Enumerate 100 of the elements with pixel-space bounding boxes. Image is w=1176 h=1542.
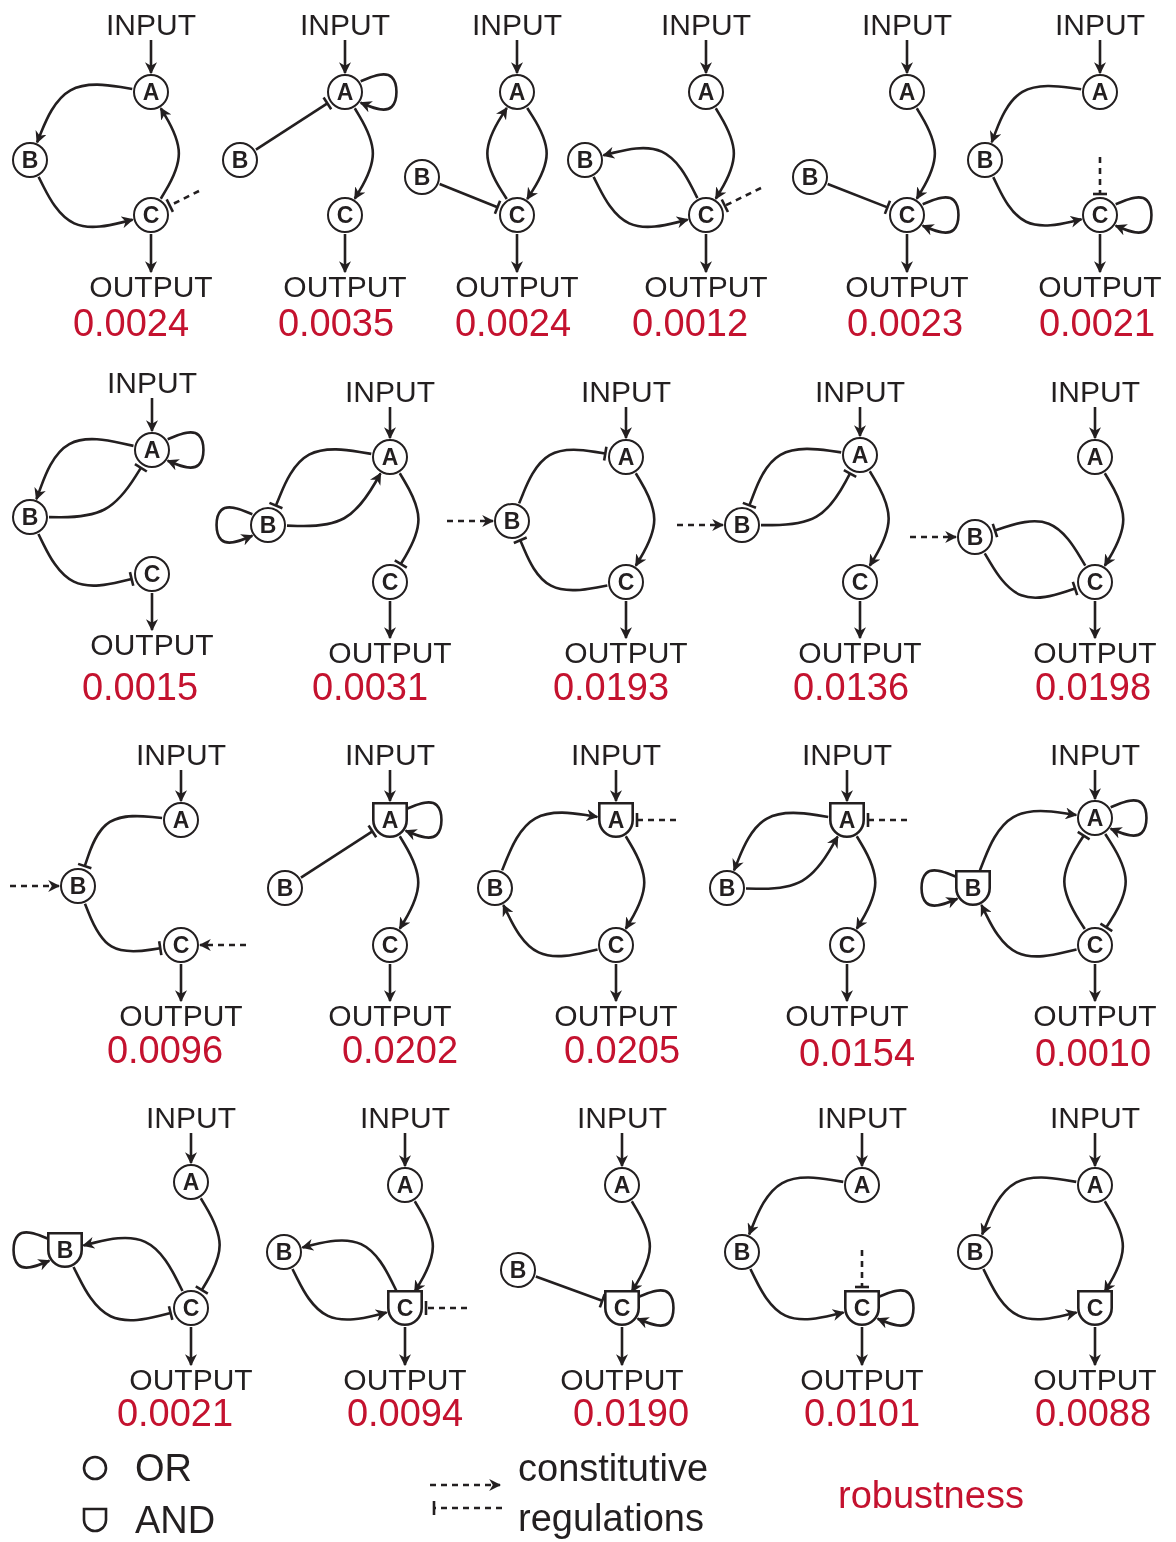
arrow [700, 40, 712, 75]
input-label: INPUT [577, 1103, 667, 1133]
arrow [1089, 770, 1101, 801]
arrow [856, 1133, 868, 1168]
or-gate-node: C [842, 564, 878, 600]
inhibition-line [741, 447, 842, 510]
output-label: OUTPUT [845, 272, 969, 302]
inhibition-line [49, 462, 149, 519]
arrow [620, 601, 632, 640]
arrow [1089, 601, 1101, 640]
self-loop-arrow [876, 1289, 915, 1329]
inhibition-line [194, 1197, 221, 1295]
arrow [868, 470, 890, 567]
output-label: OUTPUT [560, 1365, 684, 1395]
output-label: OUTPUT [1033, 1365, 1157, 1395]
self-loop-arrow [921, 196, 960, 236]
input-label: INPUT [136, 740, 226, 770]
output-label: OUTPUT [343, 1365, 467, 1395]
arrow [34, 437, 134, 501]
or-gate-node: A [1077, 800, 1113, 836]
dashed-inhibition-line [635, 811, 676, 829]
robustness-value: 0.0015 [81, 668, 199, 706]
arrow [291, 1268, 388, 1321]
arrow [384, 770, 396, 803]
arrow [286, 472, 382, 528]
output-label: OUTPUT [119, 1001, 243, 1031]
dashed-arrow [198, 939, 246, 951]
or-gate-node: C [372, 927, 408, 963]
input-label: INPUT [300, 10, 390, 40]
arrow [159, 107, 181, 200]
output-label: OUTPUT [564, 638, 688, 668]
arrow [145, 234, 157, 274]
inhibition-line [827, 182, 892, 216]
robustness-value: 0.0021 [1038, 304, 1156, 342]
input-label: INPUT [1050, 740, 1140, 770]
arrow [854, 407, 866, 438]
and-gate-node: B [47, 1232, 83, 1268]
or-gate-node: B [494, 503, 530, 539]
arrow [610, 964, 622, 1003]
or-gate-node: B [12, 499, 48, 535]
output-label: OUTPUT [328, 638, 452, 668]
input-label: INPUT [581, 377, 671, 407]
self-loop-arrow [404, 801, 443, 841]
robustness-value: 0.0154 [798, 1034, 916, 1072]
arrow [714, 107, 736, 200]
inhibition-line [761, 468, 858, 527]
self-loop-arrow [920, 869, 959, 909]
arrow [511, 40, 523, 75]
or-gate-node: B [250, 507, 286, 543]
or-gate-node: C [327, 197, 363, 233]
arrow [339, 40, 351, 75]
output-label: OUTPUT [1033, 638, 1157, 668]
or-gate-node: C [829, 927, 865, 963]
robustness-value: 0.0024 [454, 304, 572, 342]
self-loop-arrow [215, 506, 254, 546]
arrow [1094, 40, 1106, 75]
inhibition-line [268, 448, 372, 510]
input-label: INPUT [146, 1103, 236, 1133]
dashed-inhibition-line [866, 811, 907, 829]
robustness-value: 0.0021 [116, 1394, 234, 1432]
legend-label: AND [135, 1498, 216, 1542]
input-label: INPUT [817, 1103, 907, 1133]
arrow [398, 835, 420, 930]
arrow [384, 964, 396, 1003]
or-gate-node: A [372, 439, 408, 475]
robustness-value: 0.0202 [341, 1031, 459, 1069]
or-gate-node: A [1077, 439, 1113, 475]
or-gate-node: A [889, 74, 925, 110]
robustness-value: 0.0031 [311, 668, 429, 706]
arrow [700, 234, 712, 274]
inhibition-line [517, 445, 608, 504]
or-gate-node: A [842, 437, 878, 473]
arrow [616, 1327, 628, 1367]
output-label: OUTPUT [1033, 1001, 1157, 1031]
arrow [982, 1268, 1078, 1321]
arrow [82, 1236, 184, 1292]
self-loop-arrow [1114, 196, 1153, 236]
or-gate-node: C [1077, 564, 1113, 600]
or-gate-node: C [598, 927, 634, 963]
inhibition-line [255, 96, 333, 151]
arrow [384, 407, 396, 440]
arrow [901, 234, 913, 274]
input-label: INPUT [1055, 10, 1145, 40]
or-gate-node: C [173, 1290, 209, 1326]
arrow [992, 176, 1083, 228]
or-gate-node: B [957, 1234, 993, 1270]
input-label: INPUT [661, 10, 751, 40]
input-label: INPUT [345, 377, 435, 407]
or-gate-node: B [267, 870, 303, 906]
arrow [384, 601, 396, 640]
arrow [175, 770, 187, 803]
inhibition-line [1099, 833, 1127, 933]
arrow [634, 472, 656, 567]
robustness-value: 0.0190 [572, 1394, 690, 1432]
arrow [980, 1176, 1077, 1236]
or-gate-node: A [604, 1167, 640, 1203]
dashed-inhibition-line [165, 189, 200, 214]
robustness-value: 0.0193 [552, 668, 670, 706]
input-label: INPUT [1050, 1103, 1140, 1133]
or-gate-node: C [1077, 927, 1113, 963]
